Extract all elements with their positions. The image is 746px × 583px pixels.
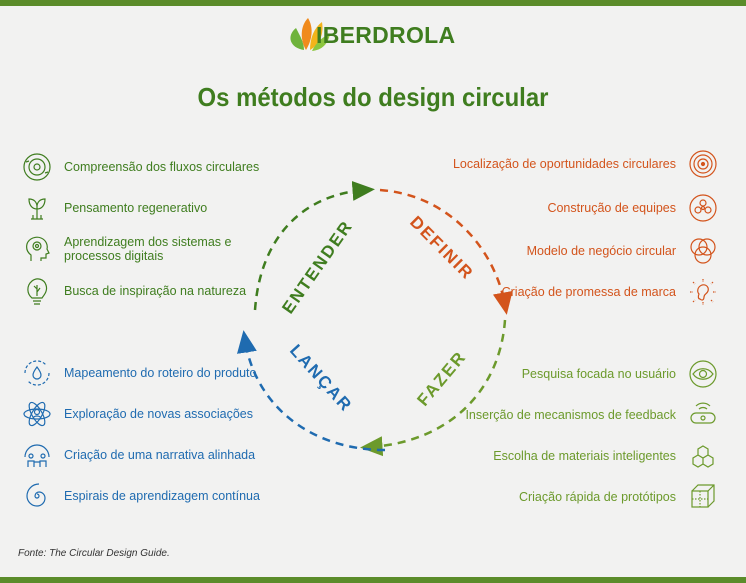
item-label: Aprendizagem dos sistemas e processos di… bbox=[64, 235, 232, 263]
label-lancar: LANÇAR bbox=[286, 341, 356, 416]
item-compreensao: Compreensão dos fluxos circulares bbox=[22, 152, 282, 182]
item-label: Mapeamento do roteiro do produto bbox=[64, 366, 257, 380]
item-narrativa: Criação de uma narrativa alinhada bbox=[22, 440, 282, 470]
item-label: Construção de equipes bbox=[547, 201, 676, 215]
logo-text: IBERDROLA bbox=[316, 22, 456, 48]
item-modelo: Modelo de negócio circular bbox=[410, 236, 718, 266]
item-localizacao: Localização de oportunidades circulares bbox=[410, 149, 718, 179]
drop-cycle-icon bbox=[24, 360, 50, 386]
spiral-icon bbox=[26, 483, 46, 507]
item-label: Modelo de negócio circular bbox=[526, 244, 676, 258]
item-aprendizagem: Aprendizagem dos sistemas e processos di… bbox=[22, 234, 282, 264]
label-fazer: FAZER bbox=[413, 347, 470, 410]
item-label: Exploração de novas associações bbox=[64, 407, 254, 421]
label-entender: ENTENDER bbox=[278, 217, 356, 318]
item-busca: Busca de inspiração na natureza bbox=[22, 276, 282, 306]
target-icon bbox=[689, 150, 717, 178]
item-exploracao: Exploração de novas associações bbox=[22, 399, 282, 429]
cube-icon bbox=[691, 484, 715, 508]
fazer-arrow bbox=[360, 319, 507, 457]
item-criacao: Criação rápida de protótipos bbox=[410, 482, 718, 512]
page-title: Os métodos do design circular bbox=[197, 82, 549, 112]
item-label: Compreensão dos fluxos circulares bbox=[64, 160, 260, 174]
item-label: Pensamento regenerativo bbox=[64, 201, 208, 215]
cycle-diagram: ENTENDER DEFINIR FAZER LANÇAR bbox=[237, 180, 513, 457]
item-label: Criação de promessa de marca bbox=[501, 285, 676, 299]
item-label: Espirais de aprendizagem contínua bbox=[64, 489, 260, 503]
item-construcao: Construção de equipes bbox=[410, 193, 718, 223]
item-label: Localização de oportunidades circulares bbox=[452, 157, 676, 171]
item-pesquisa: Pesquisa focada no usuário bbox=[410, 359, 718, 389]
lancar-arrow bbox=[237, 330, 386, 452]
people-arc-icon bbox=[24, 444, 50, 467]
item-label: Criação rápida de protótipos bbox=[518, 490, 676, 504]
item-label: Escolha de materiais inteligentes bbox=[493, 449, 676, 463]
atom-person-icon bbox=[23, 401, 51, 427]
ear-sun-icon bbox=[690, 279, 716, 305]
bottom-bar bbox=[0, 577, 746, 583]
team-flower-icon bbox=[689, 194, 717, 222]
label-definir: DEFINIR bbox=[406, 212, 477, 283]
item-pensamento: Pensamento regenerativo bbox=[22, 193, 282, 223]
item-escolha: Escolha de materiais inteligentes bbox=[410, 441, 718, 471]
item-label: Busca de inspiração na natureza bbox=[64, 284, 247, 298]
feedback-device-icon bbox=[690, 402, 716, 424]
leaf-bulb-icon bbox=[27, 278, 48, 305]
item-insercao: Inserção de mecanismos de feedback bbox=[410, 400, 718, 430]
head-gear-icon bbox=[26, 236, 50, 261]
item-mapeamento: Mapeamento do roteiro do produto bbox=[22, 358, 282, 388]
item-label: Pesquisa focada no usuário bbox=[521, 367, 676, 381]
plant-plug-icon bbox=[28, 198, 46, 220]
item-label: Criação de uma narrativa alinhada bbox=[64, 448, 256, 462]
item-promessa: Criação de promessa de marca bbox=[410, 277, 718, 307]
logo-icon bbox=[290, 18, 330, 51]
eye-icon bbox=[689, 360, 717, 388]
entender-arrow bbox=[253, 180, 375, 311]
item-label: Inserção de mecanismos de feedback bbox=[465, 408, 676, 422]
item-espirais: Espirais de aprendizagem contínua bbox=[22, 481, 282, 511]
circular-flow-icon bbox=[23, 153, 51, 181]
venn-icon bbox=[690, 238, 716, 264]
top-bar bbox=[0, 0, 746, 6]
source-note: Fonte: The Circular Design Guide. bbox=[18, 548, 170, 559]
molecule-icon bbox=[692, 445, 714, 468]
